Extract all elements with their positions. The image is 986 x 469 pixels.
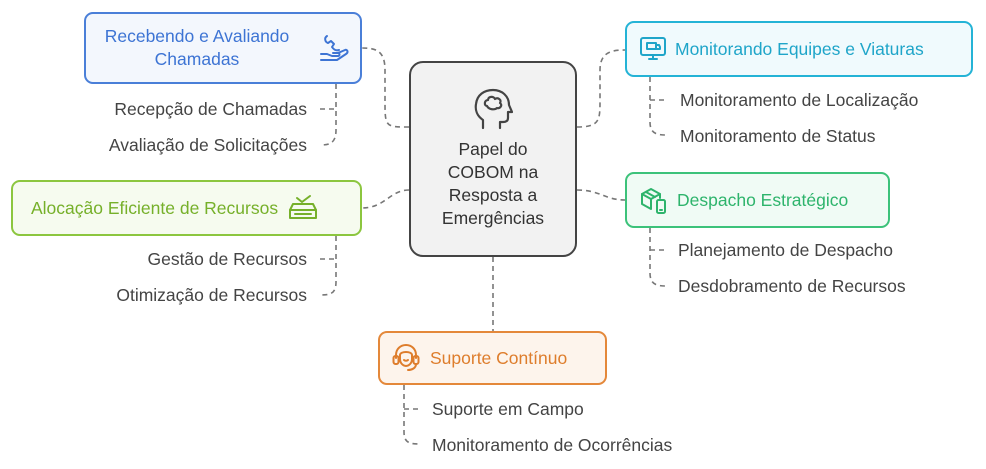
connector-center-calls [361, 47, 410, 128]
center-node: Papel do COBOM na Resposta a Emergências [409, 61, 577, 257]
headset-support-icon [392, 343, 420, 373]
leaf-dispatch-deployment: Desdobramento de Recursos [678, 276, 906, 296]
connector-center-alloc [361, 189, 410, 209]
node-alloc: Alocação Eficiente de Recursos [11, 180, 362, 236]
leaf-monitor-status: Monitoramento de Status [680, 126, 876, 146]
leaf-support-field: Suporte em Campo [432, 399, 584, 419]
connector-support-leaves [403, 385, 421, 445]
node-dispatch: Despacho Estratégico [625, 172, 890, 228]
node-calls: Recebendo e Avaliando Chamadas [84, 12, 362, 84]
package-phone-icon [639, 185, 669, 215]
leaf-monitor-location: Monitoramento de Localização [680, 90, 919, 110]
hand-phone-icon [318, 32, 350, 64]
leaf-support-incidents: Monitoramento de Ocorrências [432, 435, 673, 455]
connector-monitor-leaves [649, 77, 667, 136]
monitor-truck-icon [639, 35, 667, 63]
node-alloc-label: Alocação Eficiente de Recursos [31, 197, 279, 218]
brain-head-icon [473, 88, 513, 132]
node-monitor-label: Monitorando Equipes e Viaturas [675, 38, 924, 59]
node-calls-label: Recebendo e Avaliando Chamadas [104, 26, 290, 69]
connector-dispatch-leaves [649, 228, 667, 287]
node-support-label: Suporte Contínuo [430, 347, 568, 368]
center-label: Papel do COBOM na Resposta a Emergências [441, 139, 545, 228]
leaf-alloc-management: Gestão de Recursos [147, 249, 307, 269]
connector-center-monitor [576, 49, 626, 128]
leaf-dispatch-planning: Planejamento de Despacho [678, 240, 894, 260]
leaf-calls-evaluation: Avaliação de Solicitações [108, 135, 307, 155]
connector-calls-leaves [319, 84, 337, 146]
node-monitor: Monitorando Equipes e Viaturas [625, 21, 973, 77]
node-dispatch-label: Despacho Estratégico [677, 189, 849, 210]
connector-center-dispatch [576, 189, 626, 201]
leaf-alloc-optimization: Otimização de Recursos [116, 285, 307, 305]
connector-alloc-leaves [319, 236, 337, 296]
leaf-calls-reception: Recepção de Chamadas [114, 99, 307, 119]
resource-allocation-icon [288, 194, 318, 222]
node-support: Suporte Contínuo [378, 331, 607, 385]
